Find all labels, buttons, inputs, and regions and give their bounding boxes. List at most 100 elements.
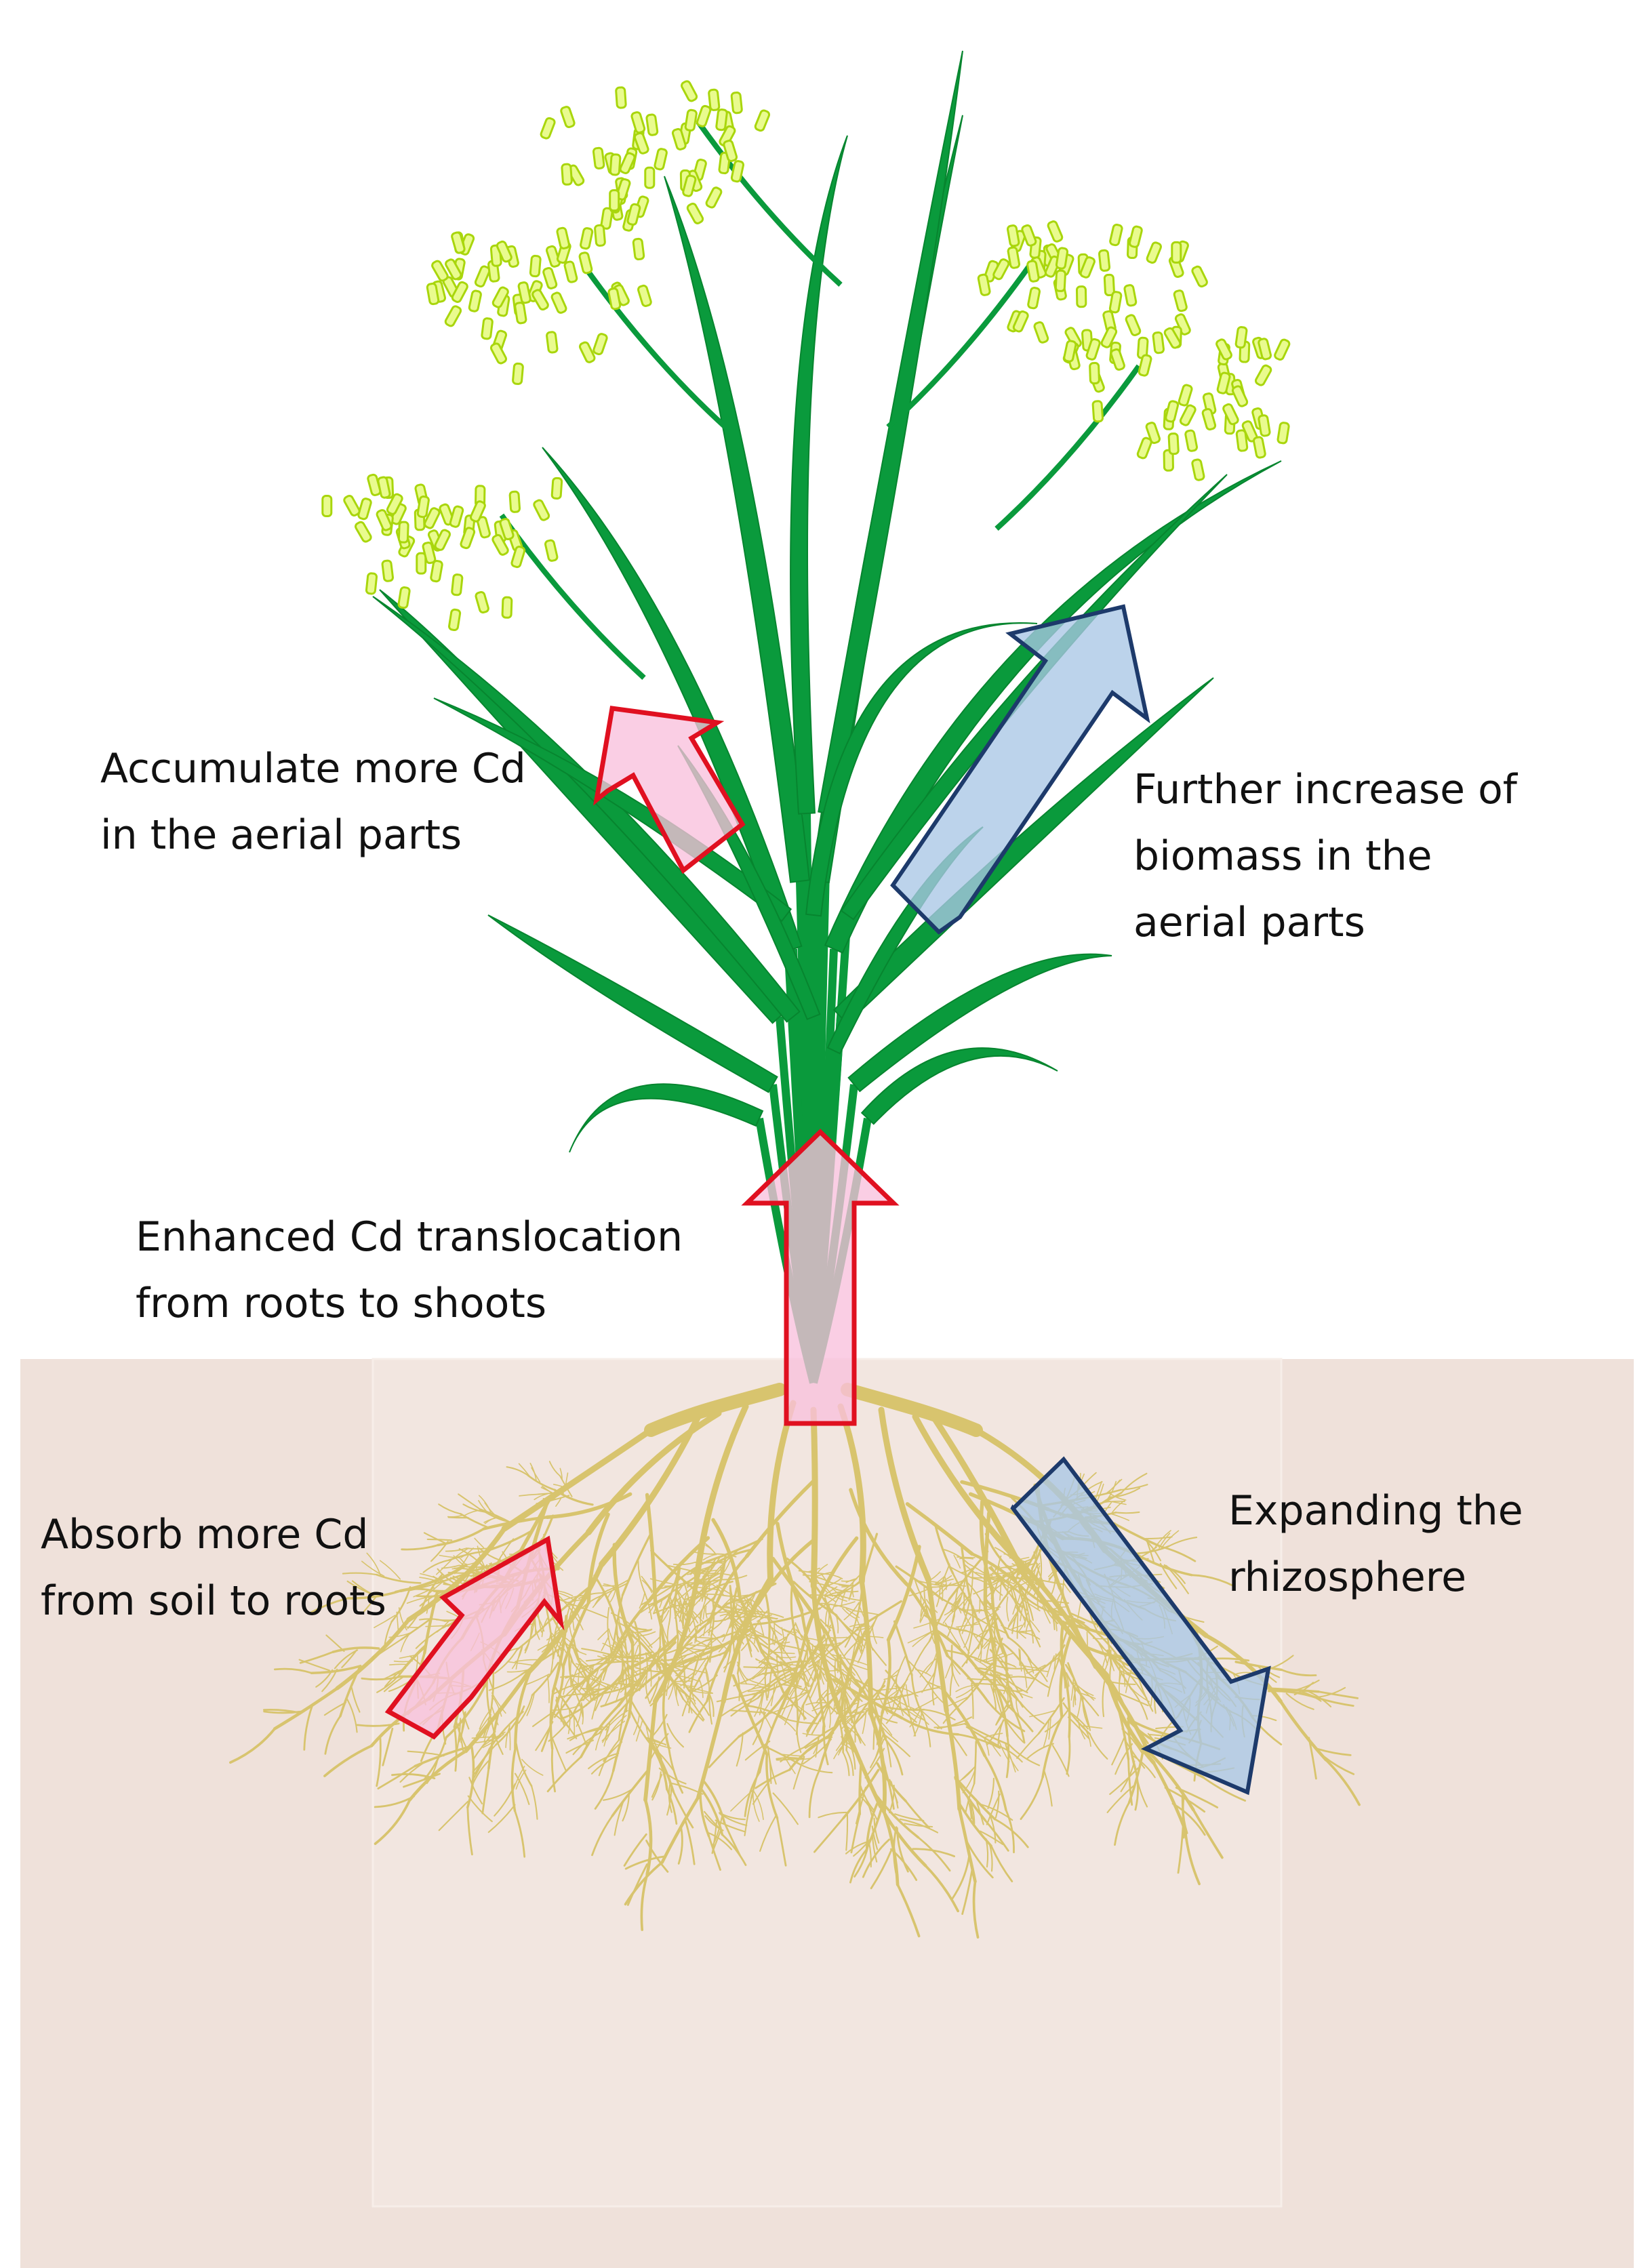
root-branch <box>668 1596 671 1625</box>
root-branch <box>730 1697 759 1717</box>
root-branch <box>600 1688 640 1707</box>
root-branch <box>608 1628 618 1648</box>
root-branch <box>670 1655 696 1686</box>
root-branch <box>515 1769 527 1790</box>
root-branch <box>851 1701 872 1713</box>
root-branch <box>572 1678 590 1696</box>
root-branch <box>571 1612 584 1631</box>
root-branch <box>466 1806 473 1856</box>
root-branch <box>763 1683 778 1712</box>
root-branch <box>752 1790 760 1822</box>
root-branch <box>565 1472 569 1486</box>
root-branch <box>537 1492 564 1495</box>
rice-grain <box>619 152 636 174</box>
rice-grain <box>977 273 991 296</box>
root-branch <box>1121 1472 1148 1494</box>
root-branch <box>961 1645 980 1667</box>
root-branch <box>955 1684 978 1693</box>
rice-grain <box>645 113 659 136</box>
root-branch <box>1104 1499 1127 1505</box>
root-branch <box>303 1703 314 1751</box>
root-branch <box>700 1568 719 1584</box>
root-branch <box>859 1579 873 1716</box>
root-branch <box>773 1634 776 1646</box>
root-branch <box>1111 1737 1125 1766</box>
root-branch <box>688 1686 691 1714</box>
rice-grain <box>730 92 743 115</box>
root-branch <box>1115 1511 1140 1514</box>
root-branch <box>860 1680 886 1719</box>
root-branch <box>800 1764 833 1774</box>
root-branch <box>1028 1618 1040 1633</box>
root-branch <box>889 1779 899 1809</box>
root-branch <box>942 1609 956 1624</box>
root-branch <box>813 1737 820 1754</box>
root-branch <box>640 1873 649 1931</box>
root-branch <box>835 1712 864 1715</box>
root-branch <box>1077 1720 1086 1740</box>
root-branch <box>532 1711 555 1727</box>
root-branch <box>479 1709 491 1730</box>
root-branch <box>737 1661 748 1680</box>
root-branch <box>612 1594 624 1645</box>
root-branch <box>994 1818 1029 1848</box>
root-branch <box>923 1614 967 1632</box>
rice-grain <box>1163 449 1174 472</box>
root-branch <box>952 1670 960 1687</box>
root-branch <box>824 1586 838 1596</box>
rice-grain <box>592 146 605 170</box>
root-branch <box>1042 1606 1051 1624</box>
rice-grain <box>1254 364 1272 386</box>
rice-grain <box>1191 265 1208 288</box>
root-branch <box>849 1488 909 1586</box>
root-branch <box>641 1579 653 1594</box>
rice-leaf <box>664 176 811 883</box>
root-branch <box>744 1479 816 1558</box>
root-branch <box>928 1598 950 1642</box>
root-branch <box>1016 1606 1026 1622</box>
root-branch <box>1109 1513 1129 1521</box>
root-branch <box>965 1662 993 1701</box>
root-branch <box>641 1586 672 1606</box>
root-branch <box>591 1679 613 1690</box>
rice-grain <box>1033 321 1049 344</box>
root-branch <box>1015 1557 1099 1669</box>
root-branch <box>1125 1667 1133 1693</box>
root-branch <box>847 1708 862 1744</box>
root-branch <box>623 1661 639 1676</box>
root-branch <box>575 1718 588 1748</box>
root-branch <box>855 1787 866 1825</box>
root-branch <box>698 1626 712 1638</box>
root-branch <box>933 1628 981 1674</box>
root-branch <box>944 1606 957 1616</box>
root-branch <box>965 1839 994 1879</box>
rice-grain <box>451 231 466 254</box>
rice-grain <box>1235 429 1249 452</box>
root-branch <box>1102 1647 1129 1667</box>
root-branch <box>993 1682 1009 1738</box>
root-branch <box>849 1568 867 1587</box>
root-branch <box>1026 1743 1054 1760</box>
root-branch <box>640 1604 654 1613</box>
root-branch <box>393 1660 413 1663</box>
root-branch <box>648 1603 655 1613</box>
root-branch <box>481 1767 490 1815</box>
root-branch <box>994 1614 996 1644</box>
root-branch <box>865 1800 880 1850</box>
root-branch <box>961 1867 973 1916</box>
root-branch <box>924 1864 959 1913</box>
root-branch <box>953 1587 959 1617</box>
rice-grain <box>533 499 550 521</box>
root-branch <box>973 1741 977 1785</box>
root-branch <box>628 1624 647 1630</box>
root-branch <box>719 1613 731 1617</box>
root-branch <box>666 1723 685 1748</box>
root-branch <box>335 1617 411 1690</box>
root-branch <box>704 1623 755 1642</box>
root-branch <box>820 1619 834 1629</box>
root-branch <box>737 1664 748 1685</box>
root-branch <box>699 1578 711 1594</box>
root-branch <box>721 1575 748 1581</box>
root-branch <box>1317 1747 1352 1756</box>
root-branch <box>973 1608 1000 1625</box>
